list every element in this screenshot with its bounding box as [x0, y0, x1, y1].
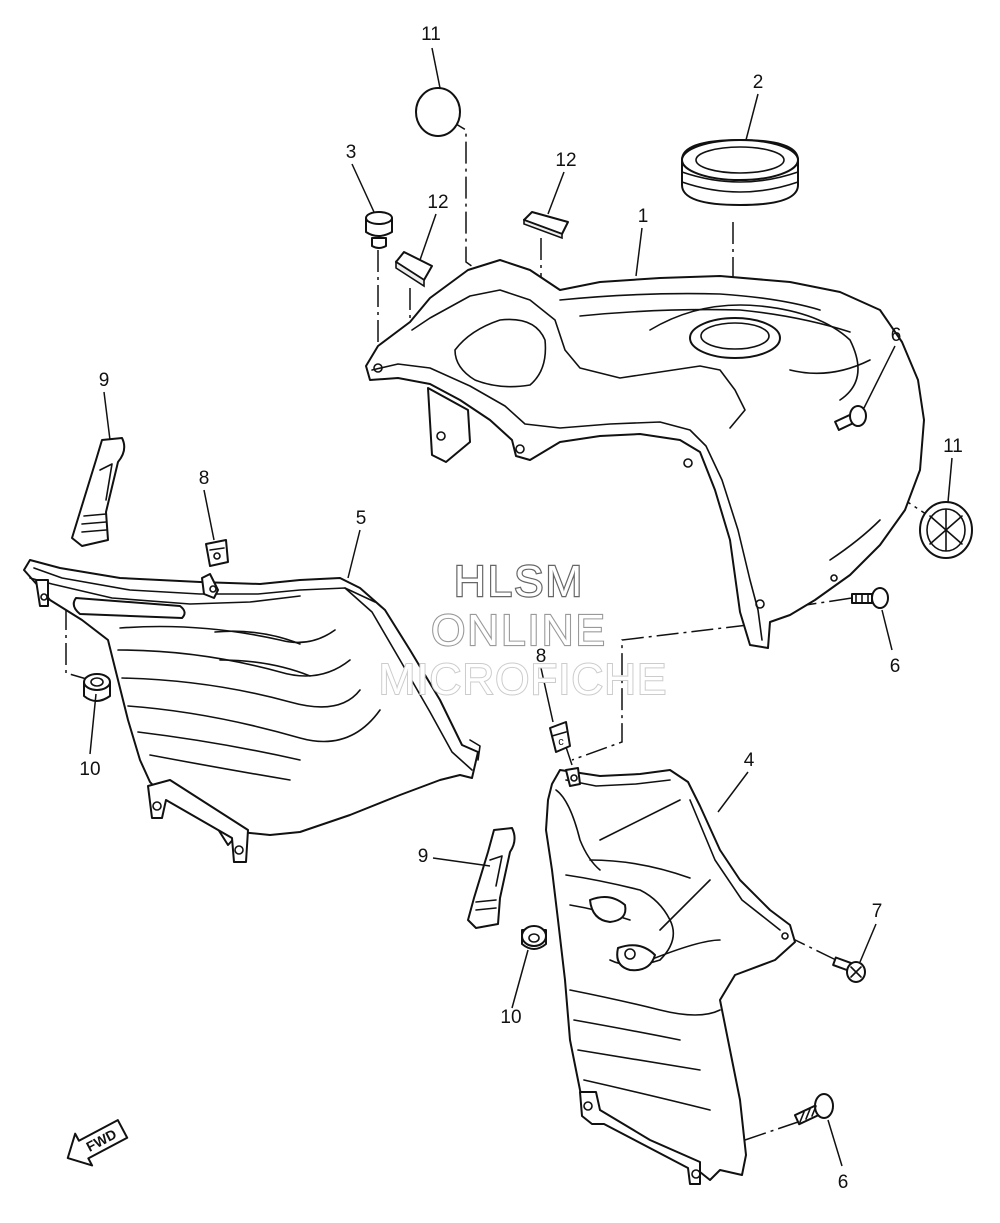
fuel-tank-cover [365, 259, 925, 649]
callout-7: 7 [872, 901, 883, 922]
clip-nut-right: c [549, 721, 571, 753]
callout-3: 3 [346, 142, 357, 163]
callout-8-right: 8 [536, 646, 547, 667]
callout-8-left: 8 [199, 468, 210, 489]
grommet-right [521, 925, 547, 950]
filler-ring-grommet [681, 139, 799, 206]
seal-disc-top [415, 87, 461, 137]
callout-12-right: 12 [555, 150, 576, 171]
side-cover-left [23, 559, 481, 863]
fwd-arrow-icon: FWD [66, 1119, 129, 1167]
callout-1: 1 [638, 206, 649, 227]
damper-grommet [365, 211, 393, 249]
grommet-left [83, 673, 111, 702]
callout-10-right: 10 [500, 1007, 521, 1028]
clip-nut-left [205, 539, 229, 567]
callout-4: 4 [744, 750, 755, 771]
callout-5: 5 [356, 508, 367, 529]
rubber-handle-upper [71, 437, 126, 547]
svg-text:c: c [558, 736, 564, 748]
callout-9-lower: 9 [418, 846, 429, 867]
callout-2: 2 [753, 72, 764, 93]
side-cover-right [545, 767, 796, 1185]
watermark-line-1: HLSM [454, 557, 584, 606]
callout-6-middle: 6 [890, 656, 901, 677]
watermark-line-2: ONLINE [431, 606, 607, 655]
emblem-disc [919, 501, 973, 559]
callout-11-right: 11 [943, 436, 963, 457]
bolt-middle-right [851, 587, 889, 609]
pad-right [523, 211, 569, 240]
bolt-lower-right [793, 1093, 834, 1126]
callout-9-upper: 9 [99, 370, 110, 391]
filler-opening [689, 317, 781, 359]
callout-6-upper: 6 [891, 325, 902, 346]
rubber-handle-lower [467, 827, 516, 929]
bolt-upper-right [834, 405, 867, 431]
callout-10-left: 10 [79, 759, 100, 780]
callout-11-top: 11 [421, 24, 441, 45]
watermark: HLSM ONLINE MICROFICHE [378, 556, 668, 705]
callout-labels: 11 2 3 12 12 1 6 9 11 8 5 8 6 4 10 9 7 1… [79, 24, 962, 1193]
watermark-line-3: MICROFICHE [379, 655, 668, 704]
pad-left [395, 251, 433, 288]
callout-6-lower: 6 [838, 1172, 849, 1193]
callout-12-left: 12 [427, 192, 448, 213]
leader-lines [89, 47, 953, 1167]
screw-7 [832, 956, 866, 983]
